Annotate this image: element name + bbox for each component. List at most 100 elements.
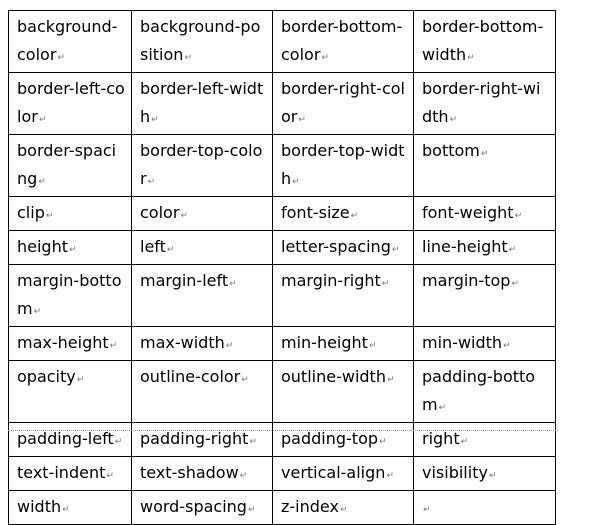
paragraph-mark-icon: ↵: [321, 53, 329, 63]
table-row: border-spacing↵border-top-color↵border-t…: [8, 134, 556, 197]
paragraph-mark-icon: ↵: [386, 375, 395, 385]
css-property-table: background-color↵background-position↵bor…: [8, 10, 556, 525]
table-cell: margin-right↵: [272, 264, 414, 327]
css-property-table-body: background-color↵background-position↵bor…: [8, 10, 556, 525]
table-row: width↵word-spacing↵z-index↵↵: [8, 490, 556, 525]
table-cell: bottom↵: [413, 134, 556, 197]
paragraph-mark-icon: ↵: [423, 505, 431, 515]
property-name: padding-top: [281, 429, 379, 448]
table-cell: border-bottom-color↵: [272, 10, 414, 73]
table-cell: vertical-align↵: [272, 456, 414, 491]
property-name: margin-bottom: [17, 271, 122, 318]
table-cell: height↵: [8, 230, 132, 265]
table-cell: line-height↵: [413, 230, 556, 265]
property-name: outline-width: [281, 367, 386, 386]
table-cell: right↵: [413, 422, 556, 457]
paragraph-mark-icon: ↵: [379, 437, 387, 447]
table-cell: text-indent↵: [8, 456, 132, 491]
paragraph-mark-icon: ↵: [381, 279, 390, 289]
property-name: background-position: [140, 17, 261, 64]
table-cell: border-left-color↵: [8, 72, 132, 135]
table-cell: border-right-width↵: [413, 72, 556, 135]
property-name: border-bottom-width: [422, 17, 544, 64]
paragraph-mark-icon: ↵: [292, 177, 300, 187]
table-cell: padding-bottom↵: [413, 360, 556, 423]
property-name: word-spacing: [140, 497, 247, 516]
property-name: margin-top: [422, 271, 511, 290]
table-cell: border-bottom-width↵: [413, 10, 556, 73]
paragraph-mark-icon: ↵: [511, 279, 519, 289]
paragraph-mark-icon: ↵: [109, 341, 118, 351]
table-cell: margin-bottom↵: [8, 264, 132, 327]
table-cell: padding-left↵: [8, 422, 132, 457]
paragraph-mark-icon: ↵: [508, 245, 517, 255]
property-name: margin-left: [140, 271, 229, 290]
paragraph-mark-icon: ↵: [184, 53, 192, 63]
table-cell: max-width↵: [131, 326, 273, 361]
paragraph-mark-icon: ↵: [38, 115, 47, 125]
property-name: vertical-align: [281, 463, 386, 482]
table-cell: padding-right↵: [131, 422, 273, 457]
paragraph-mark-icon: ↵: [449, 115, 458, 125]
property-name: opacity: [17, 367, 76, 386]
paragraph-mark-icon: ↵: [114, 437, 123, 447]
property-name: padding-right: [140, 429, 249, 448]
property-name: padding-bottom: [422, 367, 536, 414]
paragraph-mark-icon: ↵: [514, 211, 523, 221]
property-name: border-left-color: [17, 79, 125, 126]
table-cell: background-color↵: [8, 10, 132, 73]
property-name: border-right-width: [422, 79, 541, 126]
property-name: border-left-width: [140, 79, 264, 126]
table-cell: text-shadow↵: [131, 456, 273, 491]
paragraph-mark-icon: ↵: [106, 471, 114, 481]
property-name: margin-right: [281, 271, 381, 290]
property-name: border-bottom-color: [281, 17, 403, 64]
table-cell: letter-spacing↵: [272, 230, 414, 265]
table-cell: font-size↵: [272, 196, 414, 231]
table-cell: outline-color↵: [131, 360, 273, 423]
property-name: min-height: [281, 333, 368, 352]
table-row: height↵left↵letter-spacing↵line-height↵: [8, 230, 556, 265]
paragraph-mark-icon: ↵: [249, 437, 257, 447]
table-cell: margin-left↵: [131, 264, 273, 327]
paragraph-mark-icon: ↵: [438, 403, 447, 413]
paragraph-mark-icon: ↵: [503, 341, 511, 351]
table-cell: word-spacing↵: [131, 490, 273, 525]
table-cell: clip↵: [8, 196, 132, 231]
property-name: right: [422, 429, 460, 448]
paragraph-mark-icon: ↵: [62, 505, 70, 515]
property-name: bottom: [422, 141, 480, 160]
table-cell: outline-width↵: [272, 360, 414, 423]
property-name: font-size: [281, 203, 350, 222]
paragraph-mark-icon: ↵: [45, 211, 54, 221]
table-row: opacity↵outline-color↵outline-width↵padd…: [8, 360, 556, 423]
paragraph-mark-icon: ↵: [339, 505, 348, 515]
paragraph-mark-icon: ↵: [147, 177, 156, 187]
property-name: border-right-color: [281, 79, 405, 126]
table-row: clip↵color↵font-size↵font-weight↵: [8, 196, 556, 231]
table-cell: z-index↵: [272, 490, 414, 525]
paragraph-mark-icon: ↵: [69, 245, 77, 255]
table-row: text-indent↵text-shadow↵vertical-align↵v…: [8, 456, 556, 491]
property-name: font-weight: [422, 203, 514, 222]
paragraph-mark-icon: ↵: [229, 279, 237, 289]
paragraph-mark-icon: ↵: [247, 505, 256, 515]
table-cell: visibility↵: [413, 456, 556, 491]
table-cell: border-top-width↵: [272, 134, 414, 197]
table-cell: width↵: [8, 490, 132, 525]
paragraph-mark-icon: ↵: [480, 149, 489, 159]
property-name: background-color: [17, 17, 118, 64]
table-row: padding-left↵padding-right↵padding-top↵r…: [8, 422, 556, 457]
paragraph-mark-icon: ↵: [391, 245, 400, 255]
paragraph-mark-icon: ↵: [350, 211, 359, 221]
table-cell: font-weight↵: [413, 196, 556, 231]
property-name: letter-spacing: [281, 237, 391, 256]
property-name: max-height: [17, 333, 109, 352]
table-cell: border-left-width↵: [131, 72, 273, 135]
property-name: text-shadow: [140, 463, 239, 482]
paragraph-mark-icon: ↵: [38, 177, 46, 187]
table-cell: ↵: [413, 490, 556, 525]
table-cell: background-position↵: [131, 10, 273, 73]
property-name: color: [140, 203, 180, 222]
table-cell: max-height↵: [8, 326, 132, 361]
